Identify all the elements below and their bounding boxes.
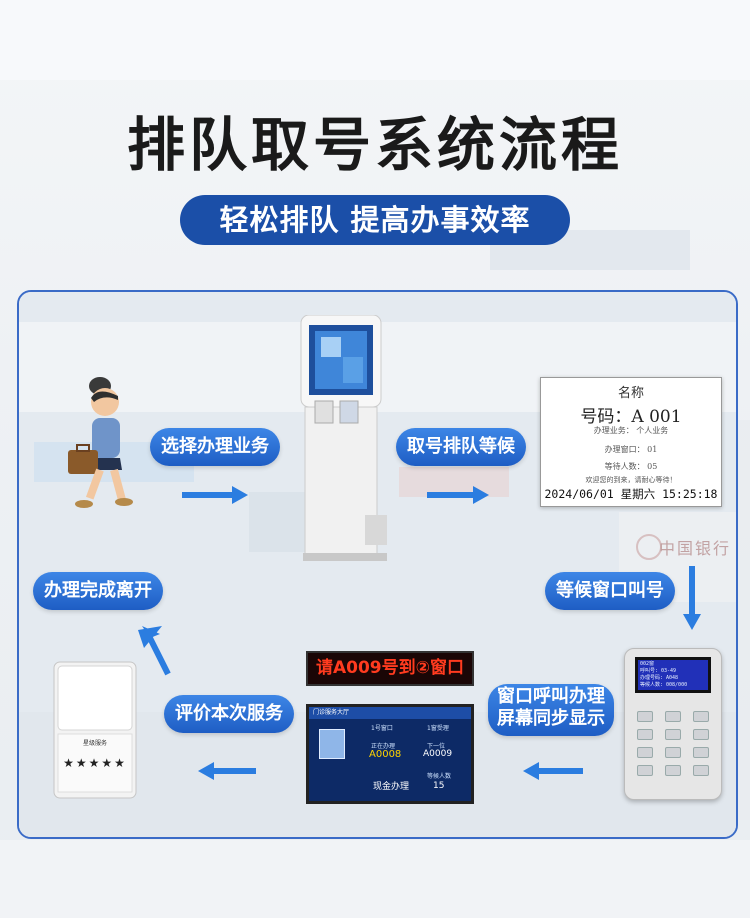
ticket-datetime: 2024/06/01 星期六 15:25:18	[544, 487, 718, 501]
caller-lcd-line1: 002窗	[640, 661, 655, 667]
arrow-up	[138, 626, 171, 676]
rating-device-body	[53, 661, 137, 799]
rating-device: 星级服务 ★★★★★	[52, 660, 138, 800]
caller-key[interactable]	[637, 765, 653, 776]
arrow-left-1	[523, 762, 583, 780]
ticket-business: 办理业务： 个人业务	[593, 426, 669, 435]
caller-lcd-line3: 办理号码: A048	[640, 675, 679, 681]
staff-photo	[319, 729, 345, 759]
counter-business: 现金办理	[373, 782, 410, 792]
ticket-window: 办理窗口： 01	[604, 445, 658, 454]
step-select-business: 选择办理业务	[150, 428, 280, 466]
arrow-right-1	[182, 486, 248, 504]
rating-device-title: 星级服务	[82, 740, 107, 747]
ticket-number: 号码：A 001	[580, 407, 682, 427]
counter-next-number: A0009	[423, 749, 453, 759]
counter-window-label: 1号窗口	[371, 725, 393, 732]
ticket-notice: 欢迎您的到来，请耐心等待！	[585, 476, 677, 484]
subtitle-badge: 轻松排队 提高办事效率	[180, 195, 570, 245]
caller-lcd-line4: 等候人数: 008/000	[640, 682, 688, 688]
arrow-down	[683, 566, 701, 630]
counter-screen-header: 门诊服务大厅	[309, 707, 471, 719]
window-caller-device: 002窗 呼叫号: 03-49 办理号码: A048 等候人数: 008/000	[624, 648, 722, 800]
caller-key[interactable]	[665, 729, 681, 740]
caller-key[interactable]	[693, 711, 709, 722]
caller-key[interactable]	[637, 747, 653, 758]
queue-ticket: 名称 号码：A 001 办理业务： 个人业务 办理窗口： 01 等待人数： 05…	[540, 377, 722, 507]
counter-screen: 门诊服务大厅 1号窗口 1窗受理 正在办理 下一位 A0008 A0009 现金…	[306, 704, 474, 804]
caller-lcd: 002窗 呼叫号: 03-49 办理号码: A048 等候人数: 008/000	[635, 657, 711, 693]
bank-sign: 中国银行	[659, 539, 732, 558]
step-wait-call: 等候窗口叫号	[545, 572, 675, 610]
caller-key[interactable]	[665, 765, 681, 776]
caller-key[interactable]	[693, 747, 709, 758]
counter-status-label: 1窗受理	[427, 725, 449, 732]
arrow-right-2	[427, 486, 489, 504]
ticket-waiting: 等待人数： 05	[604, 462, 658, 471]
caller-key[interactable]	[665, 711, 681, 722]
step-take-number: 取号排队等候	[396, 428, 526, 466]
counter-current-number: A0008	[369, 749, 402, 760]
step-window-call-line2: 屏幕同步显示	[497, 708, 605, 729]
step-evaluate: 评价本次服务	[164, 695, 294, 733]
counter-waiting-count: 15	[433, 781, 445, 791]
caller-key[interactable]	[637, 729, 653, 740]
caller-key[interactable]	[637, 711, 653, 722]
led-call-display: 请A009号到②窗口	[306, 651, 474, 686]
caller-key[interactable]	[693, 729, 709, 740]
step-window-call: 窗口呼叫办理 屏幕同步显示	[488, 684, 614, 736]
caller-key[interactable]	[665, 747, 681, 758]
page-title: 排队取号系统流程	[126, 111, 623, 179]
step-window-call-line1: 窗口呼叫办理	[497, 686, 605, 707]
step-finish: 办理完成离开	[33, 572, 163, 610]
customer-illustration	[68, 377, 133, 508]
counter-waiting-label: 等候人数	[427, 773, 452, 780]
caller-key[interactable]	[693, 765, 709, 776]
caller-lcd-line2: 呼叫号: 03-49	[640, 668, 677, 674]
counter-next-label: 下一位	[427, 743, 446, 750]
ticket-name: 名称	[617, 386, 644, 401]
counter-current-label: 正在办理	[371, 743, 396, 750]
arrow-left-2	[198, 762, 256, 780]
rating-stars[interactable]: ★★★★★	[63, 756, 127, 770]
ticket-kiosk	[300, 315, 387, 561]
